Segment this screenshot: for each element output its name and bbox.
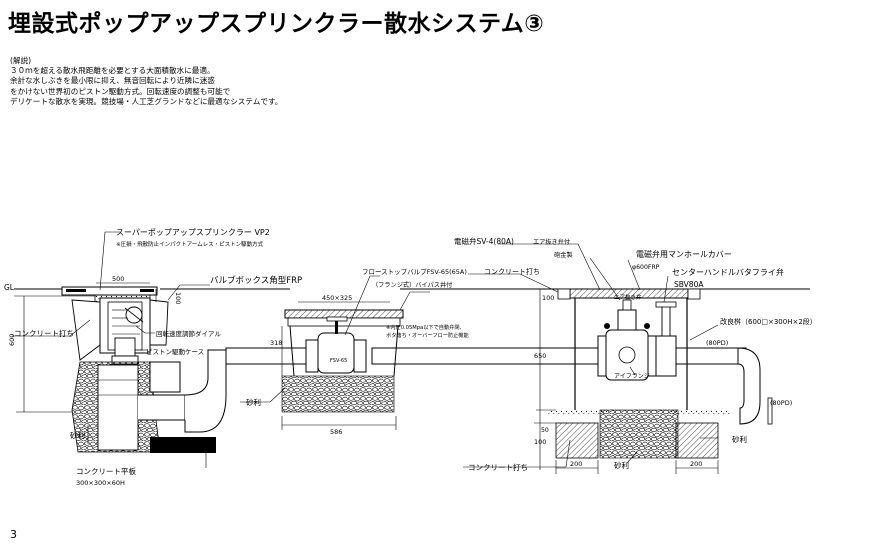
air-vent-label: エア抜き弁付 [533, 238, 570, 246]
manhole-cover-label: 電磁弁用マンホールカバー [636, 249, 732, 259]
dim-500: 500 [112, 275, 124, 283]
description-line: デリケートな散水を実現。競技場・人工芝グランドなどに最適なシステムです。 [10, 96, 283, 106]
gravel-label: 砂利 [246, 397, 261, 407]
gl-label: GL [4, 283, 15, 292]
concrete-plate-size-label: 300×300×60H [76, 479, 125, 487]
main-pipe [138, 347, 761, 433]
solenoid-valve [597, 299, 657, 381]
description-line: 余計な水しぶきを最小限に抑え、無音回転により近隣に迷惑 [10, 76, 215, 86]
dim-200-left: 200 [570, 460, 582, 468]
note-line2: ボタ落ち・オーバーフロー防止機能 [386, 331, 469, 339]
concrete-plate [150, 437, 216, 453]
dim-100-right: 100 [542, 294, 554, 302]
concrete-plate-label: コンクリート平板 [76, 466, 136, 476]
dim-50: 50 [541, 427, 549, 434]
note-line1: ※内圧0.05Mpa以下で自動弁閉、 [386, 323, 465, 331]
page-number: 3 [10, 528, 17, 541]
pd80-label-2: (80PD) [770, 399, 792, 407]
sprinkler-gravel [71, 361, 161, 453]
manhole-size-label: φ600FRP [632, 264, 660, 271]
valve-box-frp [281, 309, 404, 413]
dim-600: 600 [8, 334, 16, 346]
page-title: 埋設式ポップアップスプリンクラー散水システム③ [8, 11, 545, 37]
speed-dial-label: 回転速度調節ダイアル [156, 329, 221, 338]
concrete-pour-bottom-label: コンクリート打ち [468, 462, 528, 472]
flow-stop-valve: FSV-65 [305, 316, 367, 374]
butterfly-label: センターハンドルバタフライ弁 [672, 267, 784, 277]
description-line: ３０ｍを超える散水飛距離を必要とする大面積散水に最適。 [10, 66, 215, 76]
solenoid-label: 電磁弁SV-4(80A) [454, 236, 514, 246]
concrete-pour-left-label: コンクリート打ち [14, 328, 74, 338]
dim-100-left: 100 [174, 292, 182, 304]
description: (解説) ３０ｍを超える散水飛距離を必要とする大面積散水に最適。 余計な水しぶき… [10, 56, 282, 107]
air-vent-valve-label: エア抜き弁 [614, 293, 642, 301]
dimension-lines [16, 282, 719, 474]
flange-bypass-label: （フランジ式）バイパス井付 [372, 281, 452, 289]
bronze-label: 砲金製 [554, 251, 573, 259]
gravel-label: 砂利 [614, 460, 629, 470]
butterfly-valve [655, 301, 677, 377]
gravel-label: 砂利 [70, 430, 85, 440]
description-line: をかけない世界初のピストン駆動方式。回転速度の調整も可能で [10, 86, 231, 96]
a-flange-label: アイフランジ [614, 373, 650, 380]
solenoid-manhole [548, 288, 730, 459]
leader-lines [12, 231, 719, 468]
sprinkler-note-label: ※圧損・飛散防止インパクトアームレス・ピストン駆動方式 [116, 240, 264, 248]
piston-case-label: ピストン駆動ケース [146, 347, 204, 356]
dim-100-bottom: 100 [534, 438, 546, 446]
dim-650: 650 [534, 352, 546, 360]
fsv-tag: FSV-65 [330, 358, 347, 364]
dim-586: 586 [330, 428, 342, 436]
valve-box-label: バルブボックス角型FRP [210, 275, 302, 286]
reform-basin-label: 改良桝（600□×300H×2段） [720, 317, 817, 326]
dim-318: 318 [270, 339, 282, 347]
pd80-label: (80PD) [706, 339, 728, 347]
sprinkler-name-label: スーパーポップアップスプリンクラー VP2 [116, 228, 270, 237]
dim-200-right: 200 [690, 460, 702, 468]
butterfly-model-label: SBV80A [674, 280, 704, 289]
gravel-label: 砂利 [732, 434, 747, 444]
description-heading: (解説) [10, 56, 32, 65]
dim-450x325: 450×325 [322, 294, 352, 302]
concrete-pour-label: コンクリート打ち [484, 267, 540, 276]
flow-stop-label: フローストップバルブFSV-65(65A) [362, 267, 467, 276]
sprinkler-assembly [61, 286, 169, 365]
